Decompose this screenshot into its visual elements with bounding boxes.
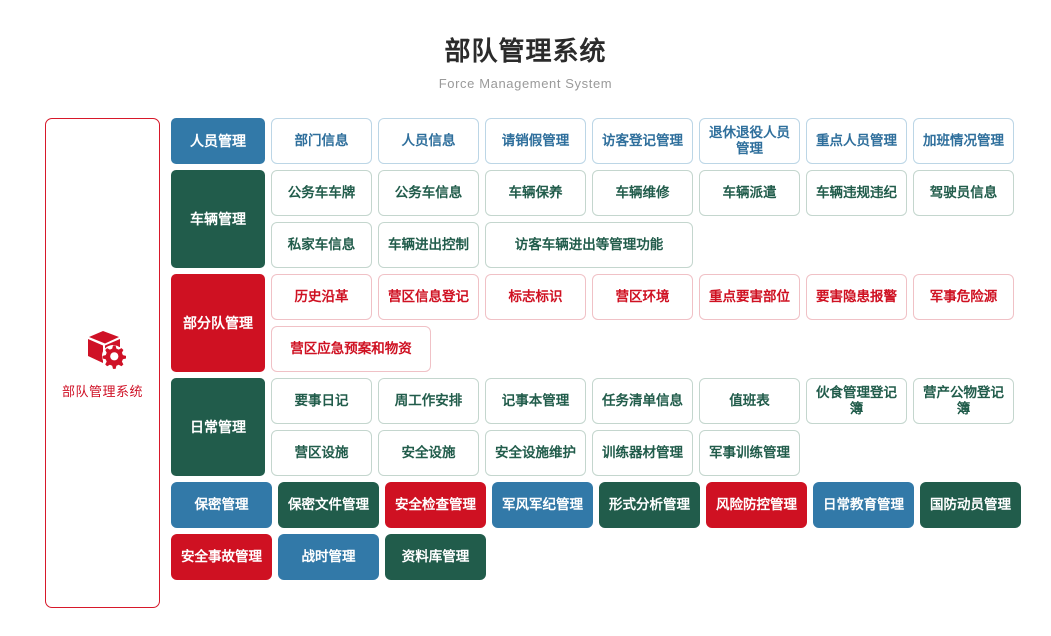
- section-rows: 公务车车牌公务车信息车辆保养车辆维修车辆派遣车辆违规违纪驾驶员信息私家车信息车辆…: [271, 170, 1031, 268]
- module-tile[interactable]: 军风军纪管理: [492, 482, 593, 528]
- module-tile[interactable]: 安全检查管理: [385, 482, 486, 528]
- module-row: 要事日记周工作安排记事本管理任务清单信息值班表伙食管理登记簿营产公物登记簿: [271, 378, 1031, 424]
- module-tile[interactable]: 训练器材管理: [592, 430, 693, 476]
- module-tile[interactable]: 重点人员管理: [806, 118, 907, 164]
- module-tile[interactable]: 退休退役人员管理: [699, 118, 800, 164]
- module-tile[interactable]: 标志标识: [485, 274, 586, 320]
- module-tile[interactable]: 营区信息登记: [378, 274, 479, 320]
- module-tile[interactable]: 安全设施: [378, 430, 479, 476]
- module-tile[interactable]: 军事训练管理: [699, 430, 800, 476]
- module-tile[interactable]: 营产公物登记簿: [913, 378, 1014, 424]
- module-tile[interactable]: 周工作安排: [378, 378, 479, 424]
- module-grid: 人员管理部门信息人员信息请销假管理访客登记管理退休退役人员管理重点人员管理加班情…: [171, 118, 1031, 580]
- module-tile[interactable]: 公务车车牌: [271, 170, 372, 216]
- module-row: 公务车车牌公务车信息车辆保养车辆维修车辆派遣车辆违规违纪驾驶员信息: [271, 170, 1031, 216]
- module-tile[interactable]: 要事日记: [271, 378, 372, 424]
- module-tile[interactable]: 形式分析管理: [599, 482, 700, 528]
- module-tile[interactable]: 访客车辆进出等管理功能: [485, 222, 693, 268]
- category-block[interactable]: 人员管理: [171, 118, 265, 164]
- module-tile[interactable]: 值班表: [699, 378, 800, 424]
- module-tile[interactable]: 日常教育管理: [813, 482, 914, 528]
- module-tile[interactable]: 军事危险源: [913, 274, 1014, 320]
- category-block[interactable]: 部分队管理: [171, 274, 265, 372]
- module-tile[interactable]: 人员信息: [378, 118, 479, 164]
- module-tile[interactable]: 营区环境: [592, 274, 693, 320]
- module-section: 日常管理要事日记周工作安排记事本管理任务清单信息值班表伙食管理登记簿营产公物登记…: [171, 378, 1031, 476]
- module-tile[interactable]: 要害隐患报警: [806, 274, 907, 320]
- sidebar-logo-label: 部队管理系统: [61, 383, 143, 399]
- module-section: 车辆管理公务车车牌公务车信息车辆保养车辆维修车辆派遣车辆违规违纪驾驶员信息私家车…: [171, 170, 1031, 268]
- module-tile[interactable]: 驾驶员信息: [913, 170, 1014, 216]
- module-tile[interactable]: 历史沿革: [271, 274, 372, 320]
- module-row: 营区设施安全设施安全设施维护训练器材管理军事训练管理: [271, 430, 1031, 476]
- module-tile[interactable]: 保密管理: [171, 482, 272, 528]
- page-subtitle: Force Management System: [438, 76, 613, 91]
- sidebar-logo-panel[interactable]: 部队管理系统: [45, 118, 160, 608]
- module-section: 部分队管理历史沿革营区信息登记标志标识营区环境重点要害部位要害隐患报警军事危险源…: [171, 274, 1031, 372]
- module-row: 部门信息人员信息请销假管理访客登记管理退休退役人员管理重点人员管理加班情况管理: [271, 118, 1031, 164]
- module-row: 保密管理保密文件管理安全检查管理军风军纪管理形式分析管理风险防控管理日常教育管理…: [171, 482, 1031, 528]
- module-tile[interactable]: 部门信息: [271, 118, 372, 164]
- module-tile[interactable]: 公务车信息: [378, 170, 479, 216]
- section-rows: 要事日记周工作安排记事本管理任务清单信息值班表伙食管理登记簿营产公物登记簿营区设…: [271, 378, 1031, 476]
- module-tile[interactable]: 访客登记管理: [592, 118, 693, 164]
- module-tile[interactable]: 重点要害部位: [699, 274, 800, 320]
- module-tile[interactable]: 私家车信息: [271, 222, 372, 268]
- module-tile[interactable]: 车辆维修: [592, 170, 693, 216]
- cube-gear-icon: [87, 330, 126, 369]
- module-row: 私家车信息车辆进出控制访客车辆进出等管理功能: [271, 222, 1031, 268]
- module-tile[interactable]: 国防动员管理: [920, 482, 1021, 528]
- section-rows: 历史沿革营区信息登记标志标识营区环境重点要害部位要害隐患报警军事危险源营区应急预…: [271, 274, 1031, 372]
- module-tile[interactable]: 风险防控管理: [706, 482, 807, 528]
- page-title: 部队管理系统: [444, 36, 607, 66]
- section-rows: 部门信息人员信息请销假管理访客登记管理退休退役人员管理重点人员管理加班情况管理: [271, 118, 1031, 164]
- category-block[interactable]: 日常管理: [171, 378, 265, 476]
- module-tile[interactable]: 加班情况管理: [913, 118, 1014, 164]
- module-row: 营区应急预案和物资: [271, 326, 1031, 372]
- module-tile[interactable]: 请销假管理: [485, 118, 586, 164]
- module-row: 历史沿革营区信息登记标志标识营区环境重点要害部位要害隐患报警军事危险源: [271, 274, 1031, 320]
- module-row: 安全事故管理战时管理资料库管理: [171, 534, 1031, 580]
- module-tile[interactable]: 车辆违规违纪: [806, 170, 907, 216]
- module-tile[interactable]: 车辆派遣: [699, 170, 800, 216]
- module-tile[interactable]: 伙食管理登记簿: [806, 378, 907, 424]
- module-tile[interactable]: 安全事故管理: [171, 534, 272, 580]
- module-tile[interactable]: 车辆进出控制: [378, 222, 479, 268]
- module-tile[interactable]: 任务清单信息: [592, 378, 693, 424]
- module-tile[interactable]: 车辆保养: [485, 170, 586, 216]
- module-tile[interactable]: 营区应急预案和物资: [271, 326, 431, 372]
- module-tile[interactable]: 战时管理: [278, 534, 379, 580]
- module-tile[interactable]: 营区设施: [271, 430, 372, 476]
- module-section: 人员管理部门信息人员信息请销假管理访客登记管理退休退役人员管理重点人员管理加班情…: [171, 118, 1031, 164]
- page-body: 部队管理系统 人员管理部门信息人员信息请销假管理访客登记管理退休退役人员管理重点…: [0, 118, 1051, 608]
- module-tile[interactable]: 安全设施维护: [485, 430, 586, 476]
- page-header: 部队管理系统 Force Management System: [0, 0, 1051, 92]
- module-tile[interactable]: 记事本管理: [485, 378, 586, 424]
- category-block[interactable]: 车辆管理: [171, 170, 265, 268]
- module-tile[interactable]: 保密文件管理: [278, 482, 379, 528]
- module-tile[interactable]: 资料库管理: [385, 534, 486, 580]
